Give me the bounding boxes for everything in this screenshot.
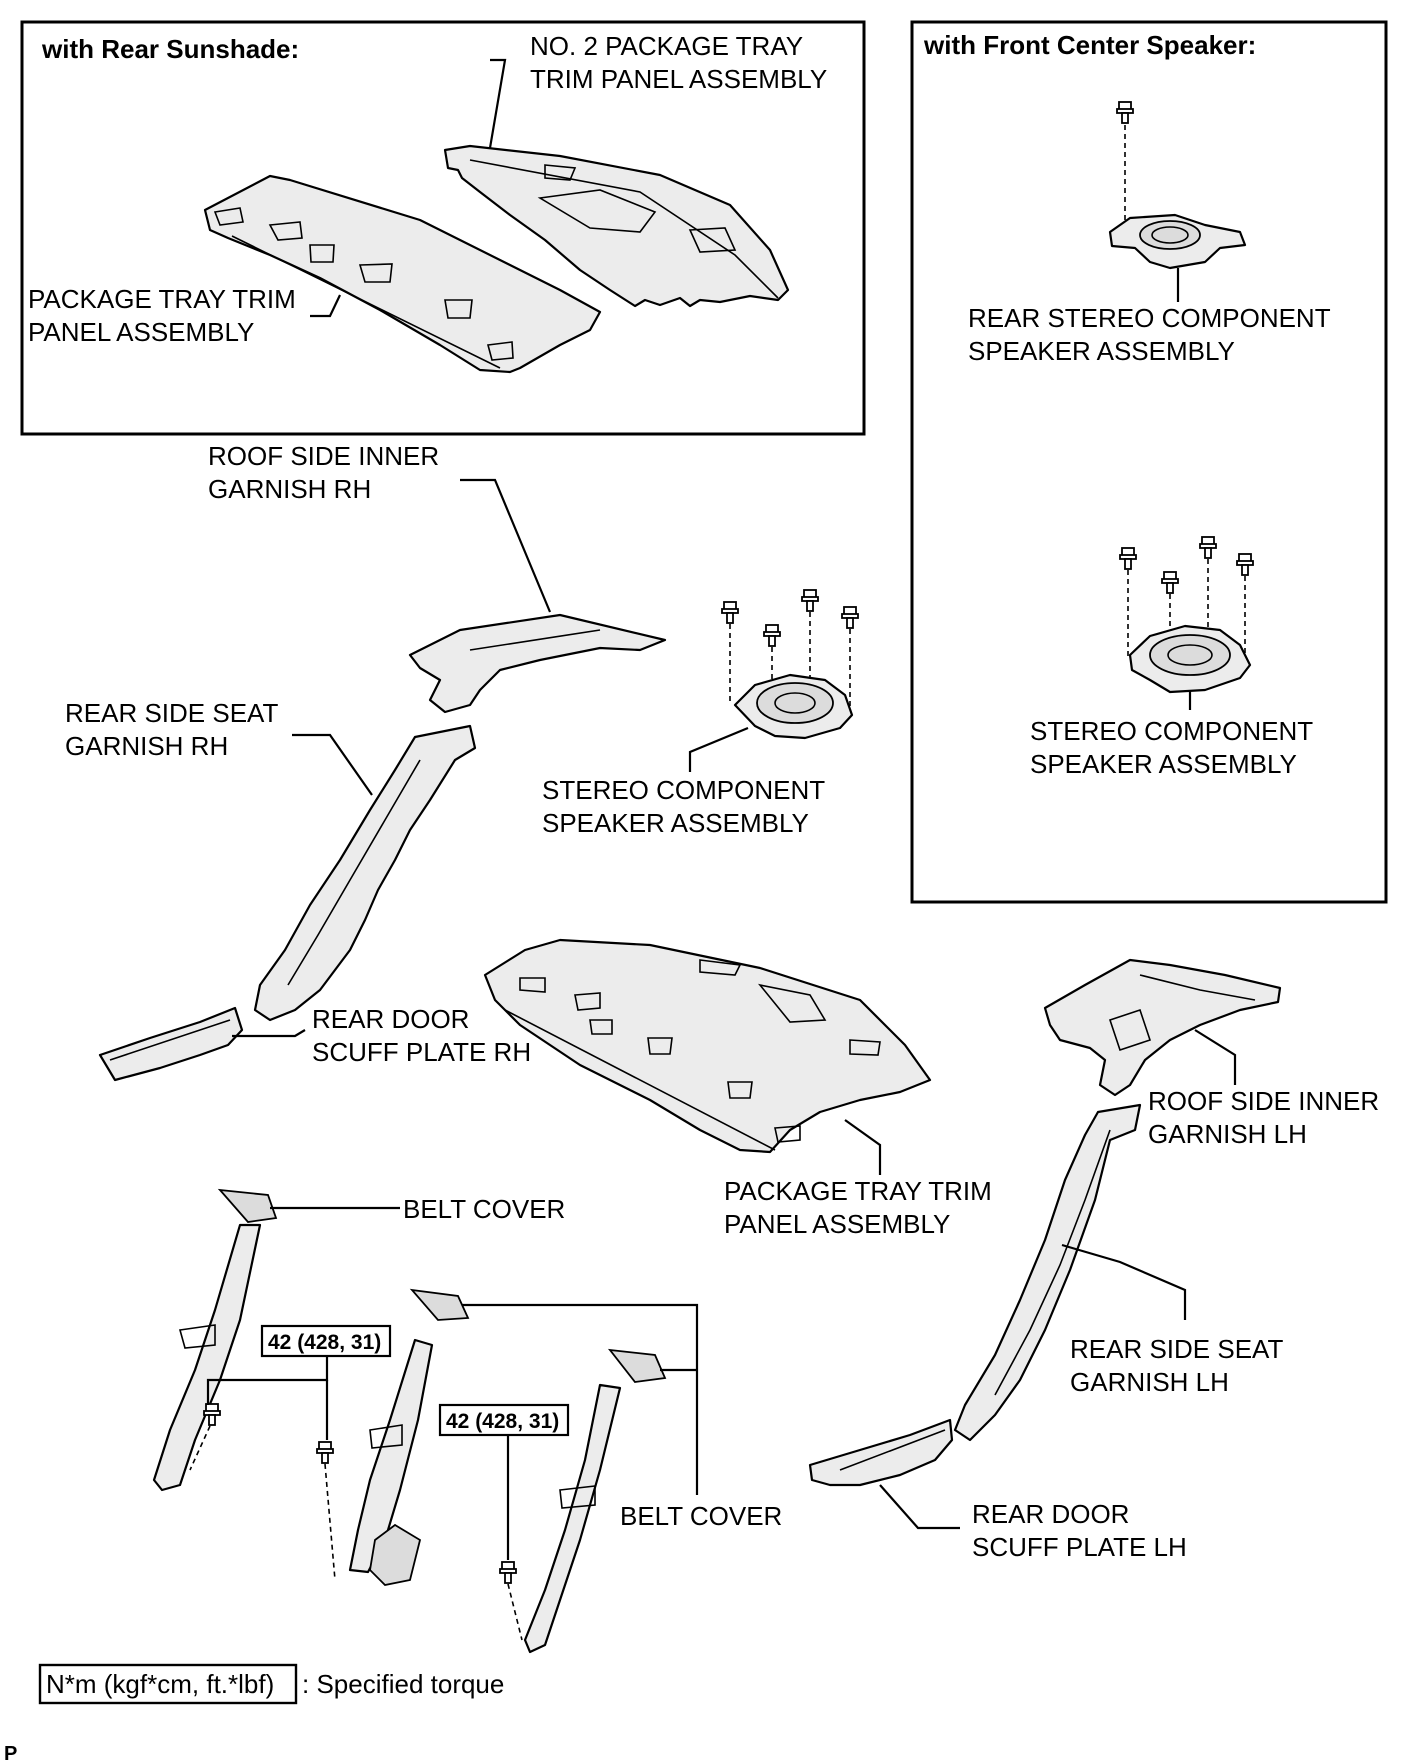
rear-side-seat-rh-label-line2: GARNISH RH xyxy=(65,731,228,761)
seat-belt-right-drawing xyxy=(409,1288,667,1654)
bolt-icon xyxy=(203,1403,221,1426)
rear-stereo-speaker-drawing xyxy=(1108,213,1247,270)
rear-side-seat-garnish-lh-drawing xyxy=(953,1103,1142,1442)
package-tray-main-label-line2: PANEL ASSEMBLY xyxy=(724,1209,950,1239)
bolt-icon xyxy=(801,589,819,612)
no2-package-tray-label-line2: TRIM PANEL ASSEMBLY xyxy=(530,64,827,94)
stereo-component-speaker-center-drawing xyxy=(733,673,854,740)
no2-package-tray-label-line1: NO. 2 PACKAGE TRAY xyxy=(530,31,803,61)
rear-side-seat-garnish-rh-drawing xyxy=(253,724,477,1022)
bolt-icon xyxy=(1199,536,1217,559)
rear-side-seat-rh-leader xyxy=(292,733,373,796)
scuff-rh-label-line1: REAR DOOR xyxy=(312,1004,469,1034)
scuff-rh-label-line2: SCUFF PLATE RH xyxy=(312,1037,531,1067)
rear-side-seat-rh-label-line1: REAR SIDE SEAT xyxy=(65,698,278,728)
seat-belt-left-drawing xyxy=(152,1188,278,1492)
scuff-lh-leader xyxy=(879,1484,960,1530)
roof-rh-label-line1: ROOF SIDE INNER xyxy=(208,441,439,471)
rear-stereo-label-line1: REAR STEREO COMPONENT xyxy=(968,303,1331,333)
package-tray-main-drawing xyxy=(483,938,932,1154)
rear-door-scuff-plate-rh-drawing xyxy=(98,1006,244,1082)
corner-mark: P xyxy=(4,1743,17,1763)
no2-package-tray-leader xyxy=(488,58,507,149)
bolt-icon xyxy=(1161,571,1179,594)
bolt-icon xyxy=(1236,553,1254,576)
roof-lh-leader xyxy=(1194,1029,1237,1085)
stereo-center-label-line2: SPEAKER ASSEMBLY xyxy=(542,808,809,838)
roof-rh-leader xyxy=(460,478,552,613)
rear-side-seat-lh-label-line2: GARNISH LH xyxy=(1070,1367,1229,1397)
rear-sunshade-title: with Rear Sunshade: xyxy=(41,34,299,64)
roof-lh-label-line1: ROOF SIDE INNER xyxy=(1148,1086,1379,1116)
legend-description: : Specified torque xyxy=(302,1669,504,1699)
torque-callout-right: 42 (428, 31) xyxy=(438,1403,570,1560)
rear-door-scuff-plate-lh-drawing xyxy=(808,1418,954,1487)
torque-value-left: 42 (428, 31) xyxy=(268,1331,381,1354)
stereo-center-leader xyxy=(688,726,749,772)
scuff-rh-leader xyxy=(232,1029,306,1038)
roof-side-inner-garnish-lh-drawing xyxy=(1043,958,1282,1097)
rear-side-seat-lh-label-line1: REAR SIDE SEAT xyxy=(1070,1334,1283,1364)
belt-cover-bottom-label: BELT COVER xyxy=(620,1501,782,1531)
bolt-icon xyxy=(721,601,739,624)
scuff-lh-label-line1: REAR DOOR xyxy=(972,1499,1129,1529)
belt-cover-top-label: BELT COVER xyxy=(403,1194,565,1224)
legend-unit-box: N*m (kgf*cm, ft.*lbf) xyxy=(46,1669,274,1699)
roof-lh-label-line2: GARNISH LH xyxy=(1148,1119,1307,1149)
package-tray-main-label-line1: PACKAGE TRAY TRIM xyxy=(724,1176,992,1206)
bolt-icon xyxy=(1119,547,1137,570)
no2-package-tray-panel-drawing xyxy=(443,144,790,308)
roof-side-inner-garnish-rh-drawing xyxy=(408,613,667,714)
rear-sunshade-inset: with Rear Sunshade: NO. 2 PACKAGE TRAY T… xyxy=(20,20,866,436)
stereo-right-label-line2: SPEAKER ASSEMBLY xyxy=(1030,749,1297,779)
torque-callout-left: 42 (428, 31) xyxy=(206,1324,392,1440)
torque-legend: N*m (kgf*cm, ft.*lbf) : Specified torque xyxy=(38,1663,504,1705)
bolt-icon xyxy=(841,606,859,629)
bolt-icon xyxy=(499,1561,517,1584)
torque-value-right: 42 (428, 31) xyxy=(446,1410,559,1433)
front-center-speaker-title: with Front Center Speaker: xyxy=(923,30,1256,60)
stereo-component-speaker-right-drawing xyxy=(1128,624,1252,694)
stereo-center-label-line1: STEREO COMPONENT xyxy=(542,775,825,805)
package-tray-inset-drawing xyxy=(203,174,602,374)
bolt-icon xyxy=(1116,101,1134,124)
package-tray-main-leader xyxy=(844,1119,882,1175)
front-center-speaker-inset: with Front Center Speaker: REAR STEREO C… xyxy=(910,20,1388,904)
rear-stereo-label-line2: SPEAKER ASSEMBLY xyxy=(968,336,1235,366)
belt-cover-bottom-leader xyxy=(462,1303,699,1495)
seat-belt-middle-drawing xyxy=(348,1338,434,1586)
stereo-right-label-line1: STEREO COMPONENT xyxy=(1030,716,1313,746)
bolt-icon xyxy=(763,624,781,647)
rear-side-seat-lh-leader xyxy=(1061,1243,1187,1320)
scuff-lh-label-line2: SCUFF PLATE LH xyxy=(972,1532,1187,1562)
package-tray-inset-label-line1: PACKAGE TRAY TRIM xyxy=(28,284,296,314)
package-tray-inset-leader xyxy=(310,294,341,318)
roof-rh-label-line2: GARNISH RH xyxy=(208,474,371,504)
package-tray-inset-label-line2: PANEL ASSEMBLY xyxy=(28,317,254,347)
bolt-icon xyxy=(316,1441,334,1464)
